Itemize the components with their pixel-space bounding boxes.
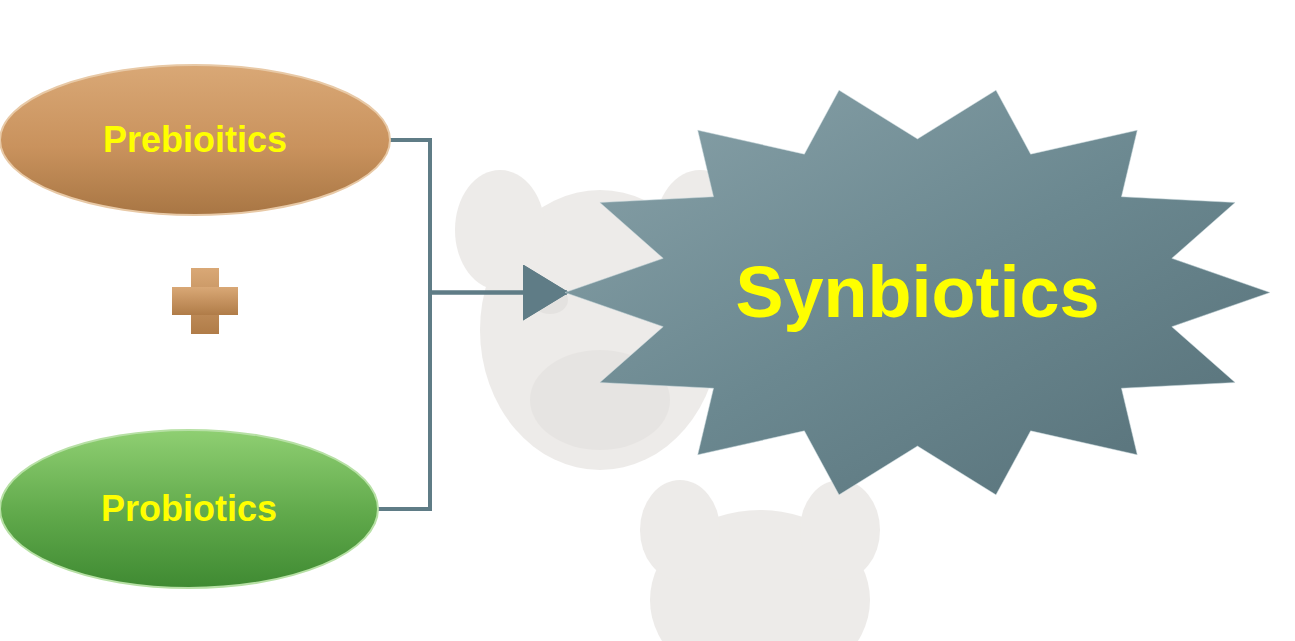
starburst-fill <box>565 90 1270 495</box>
starburst-shape: Synbiotics <box>565 85 1270 500</box>
node-label: Synbiotics <box>735 253 1099 332</box>
ellipse-fill <box>0 430 378 588</box>
plus-sign <box>172 268 238 334</box>
merge-arrow <box>390 140 567 293</box>
ellipse-node: Prebioitics <box>0 65 390 215</box>
ellipse-fill <box>0 65 390 215</box>
ellipse-node: Probiotics <box>0 430 378 588</box>
merge-arrow <box>378 293 567 510</box>
node-label: Prebioitics <box>103 120 287 160</box>
node-label: Probiotics <box>101 489 277 529</box>
